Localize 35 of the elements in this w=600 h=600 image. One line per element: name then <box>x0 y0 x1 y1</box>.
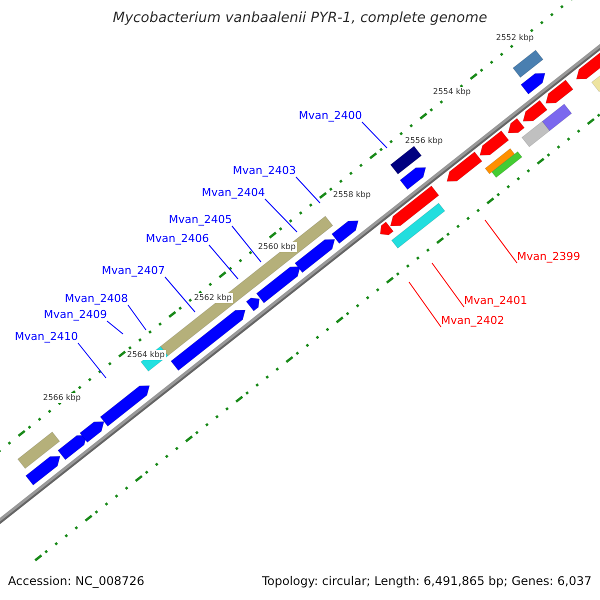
leader-line <box>296 176 320 204</box>
scale-label: 2564 kbp <box>126 350 166 360</box>
leader-line <box>232 226 262 262</box>
leader-line <box>432 262 464 308</box>
gene-label: Mvan_2409 <box>44 308 107 321</box>
leader-line <box>484 220 518 264</box>
leader-line <box>106 320 124 334</box>
gene-label: Mvan_2405 <box>168 213 232 226</box>
gene-label: Mvan_2402 <box>441 314 504 327</box>
scale-label: 2566 kbp <box>42 393 82 403</box>
leader-line <box>128 304 146 330</box>
leader-line <box>362 122 388 148</box>
leader-line <box>408 282 442 328</box>
scale-label: 2558 kbp <box>332 190 372 200</box>
scale-label: 2552 kbp <box>495 33 535 43</box>
scale-label: 2560 kbp <box>257 242 297 252</box>
gene-label: Mvan_2403 <box>232 164 296 177</box>
scale-label: 2556 kbp <box>404 136 444 146</box>
title: Mycobacterium vanbaalenii PYR-1, complete genome <box>112 10 488 26</box>
gene-label: Mvan_2399 <box>517 250 580 263</box>
gene-label: Mvan_2410 <box>14 330 78 343</box>
gene-label: Mvan_2407 <box>102 264 165 277</box>
footer-text: Topology: circular; Length: 6,491,865 bp; Genes: 6,037 <box>262 574 592 588</box>
footer-text: Accession: NC_008726 <box>8 574 144 588</box>
scale-label: 2562 kbp <box>193 293 233 303</box>
gene-label: Mvan_2400 <box>298 109 362 122</box>
leader-line <box>164 276 196 312</box>
leader-line <box>264 198 298 232</box>
leader-line <box>78 342 106 378</box>
gene-label: Mvan_2404 <box>202 186 265 199</box>
gene-label: Mvan_2408 <box>64 292 128 305</box>
gene-label: Mvan_2406 <box>146 232 209 245</box>
leader-line <box>208 244 238 280</box>
scale-label: 2554 kbp <box>432 87 472 97</box>
gene-label: Mvan_2401 <box>464 294 528 307</box>
